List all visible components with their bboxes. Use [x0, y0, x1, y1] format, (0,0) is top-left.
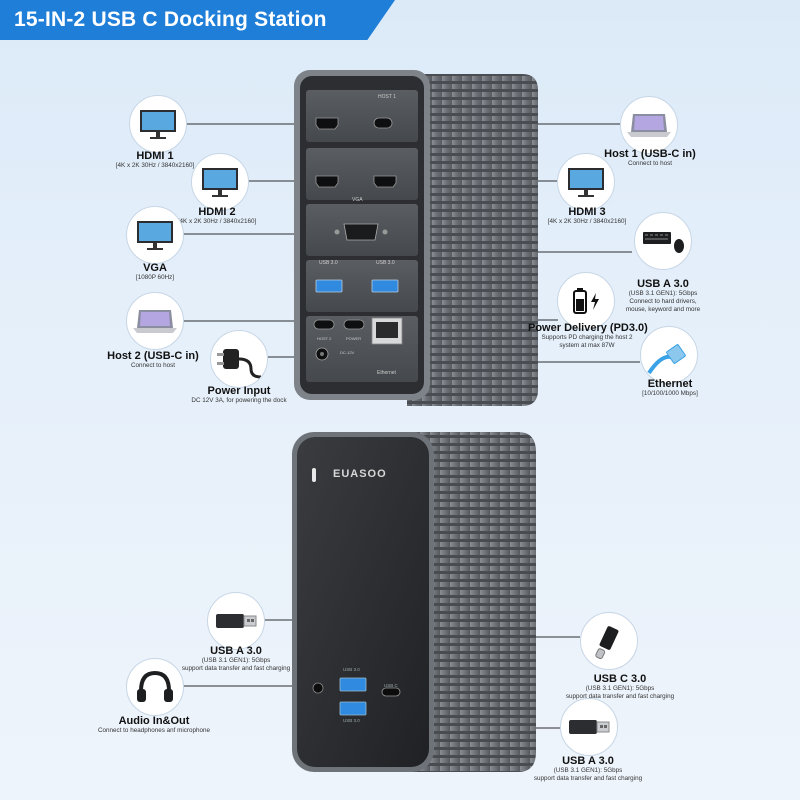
usbc-label: USB C 3.0 (USB 3.1 GEN1): 5Gbps support …	[560, 673, 680, 701]
usba-bottom-sub1: (USB 3.1 GEN1): 5Gbps	[553, 767, 623, 774]
hdmi2-sub: [4K x 2K 30Hz / 3840x2160]	[177, 218, 257, 225]
host1-sub: Connect to host	[627, 160, 673, 167]
brand-logo-text: EUASOO	[333, 468, 387, 480]
usbc-sub1: (USB 3.1 GEN1): 5Gbps	[585, 685, 655, 692]
power-port-tag: POWER	[346, 336, 362, 341]
usbc-sub2: support data transfer and fast charging	[565, 693, 675, 700]
headphones-icon	[126, 658, 184, 716]
ethernet-label: Ethernet [10/100/1000 Mbps]	[620, 378, 720, 398]
usba-right-sub3: mouse, keyword and more	[625, 306, 701, 313]
usba-right-title: USB A 3.0	[637, 278, 689, 290]
monitor-icon	[557, 153, 615, 211]
vga-port-tag: VGA	[352, 197, 363, 203]
page-banner-title: 15-IN-2 USB C Docking Station	[0, 0, 395, 40]
laptop-icon	[126, 292, 184, 350]
usba-bottom-label: USB A 3.0 (USB 3.1 GEN1): 5Gbps support …	[528, 755, 648, 783]
battery-charging-icon	[557, 272, 615, 330]
host1-title: Host 1 (USB-C in)	[604, 148, 696, 160]
ethernet-port-tag: Ethernet	[377, 370, 396, 376]
usba-right-label: USB A 3.0 (USB 3.1 GEN1): 5Gbps Connect …	[608, 278, 718, 314]
usb-port-tag-bottom: USB 3.0	[343, 718, 360, 723]
usba-bottom-sub2: support data transfer and fast charging	[533, 775, 643, 782]
pd-title: Power Delivery (PD3.0)	[528, 322, 648, 334]
power-input-label: Power Input DC 12V 3A, for powering the …	[183, 385, 295, 405]
vga-sub: [1080P 60Hz]	[135, 274, 175, 281]
host2-label: Host 2 (USB-C in) Connect to host	[98, 350, 208, 370]
hdmi3-sub: [4K x 2K 30Hz / 3840x2160]	[547, 218, 627, 225]
host2-sub: Connect to host	[130, 362, 176, 369]
vga-title: VGA	[143, 262, 167, 274]
usb-port-tag-left: USB 3.0	[319, 260, 338, 266]
hdmi2-title: HDMI 2	[198, 206, 236, 218]
laptop-icon	[620, 96, 678, 154]
usb-port-tag-top: USB 3.0	[343, 667, 360, 672]
pd-sub2: system at max 87W	[559, 342, 615, 349]
monitor-icon	[191, 153, 249, 211]
usb-c-drive-icon	[580, 612, 638, 670]
ethernet-cable-icon	[640, 326, 698, 384]
usbc-title: USB C 3.0	[593, 673, 647, 685]
hdmi2-label: HDMI 2 [4K x 2K 30Hz / 3840x2160]	[162, 206, 272, 226]
audio-sub: Connect to headphones anf microphone	[97, 727, 211, 734]
pd-sub1: Supports PD charging the host 2	[541, 334, 633, 341]
usb-port-tag-right: USB 3.0	[376, 260, 395, 266]
hdmi3-title: HDMI 3	[568, 206, 606, 218]
usb-flash-drive-icon	[560, 698, 618, 756]
audio-label: Audio In&Out Connect to headphones anf m…	[92, 715, 216, 735]
pd-label: Power Delivery (PD3.0) Supports PD charg…	[528, 322, 648, 350]
host2-title: Host 2 (USB-C in)	[107, 350, 199, 362]
usba-left-title: USB A 3.0	[210, 645, 262, 657]
usba-left-sub2: support data transfer and fast charging	[181, 665, 291, 672]
dock-front-view	[292, 432, 536, 772]
hdmi1-sub: [4K x 2K 30Hz / 3840x2160]	[115, 162, 195, 169]
hdmi1-title: HDMI 1	[136, 150, 174, 162]
keyboard-mouse-icon	[634, 212, 692, 270]
usba-right-sub2: Connect to hard drivers,	[629, 298, 697, 305]
dc-port-tag: DC-12V	[340, 350, 355, 355]
usb-flash-drive-icon	[207, 592, 265, 650]
usbc-port-tag: USB C	[384, 683, 398, 688]
dock-back-view	[294, 70, 538, 406]
host2-port-tag: HOST 2	[317, 336, 332, 341]
power-input-sub: DC 12V 3A, for powering the dock	[191, 397, 287, 404]
power-input-title: Power Input	[207, 385, 271, 397]
host1-label: Host 1 (USB-C in) Connect to host	[600, 148, 700, 168]
hdmi1-label: HDMI 1 [4K x 2K 30Hz / 3840x2160]	[100, 150, 210, 170]
hdmi3-label: HDMI 3 [4K x 2K 30Hz / 3840x2160]	[532, 206, 642, 226]
audio-title: Audio In&Out	[118, 715, 190, 727]
monitor-icon	[129, 95, 187, 153]
power-plug-icon	[210, 330, 268, 388]
usba-left-sub1: (USB 3.1 GEN1): 5Gbps	[201, 657, 271, 664]
vga-label: VGA [1080P 60Hz]	[100, 262, 210, 282]
host1-port-tag: HOST 1	[378, 94, 396, 100]
usba-bottom-title: USB A 3.0	[562, 755, 614, 767]
usba-left-label: USB A 3.0 (USB 3.1 GEN1): 5Gbps support …	[176, 645, 296, 673]
usba-right-sub1: (USB 3.1 GEN1): 5Gbps	[628, 290, 698, 297]
monitor-icon	[126, 206, 184, 264]
ethernet-sub: [10/100/1000 Mbps]	[642, 390, 698, 397]
ethernet-title: Ethernet	[647, 378, 693, 390]
